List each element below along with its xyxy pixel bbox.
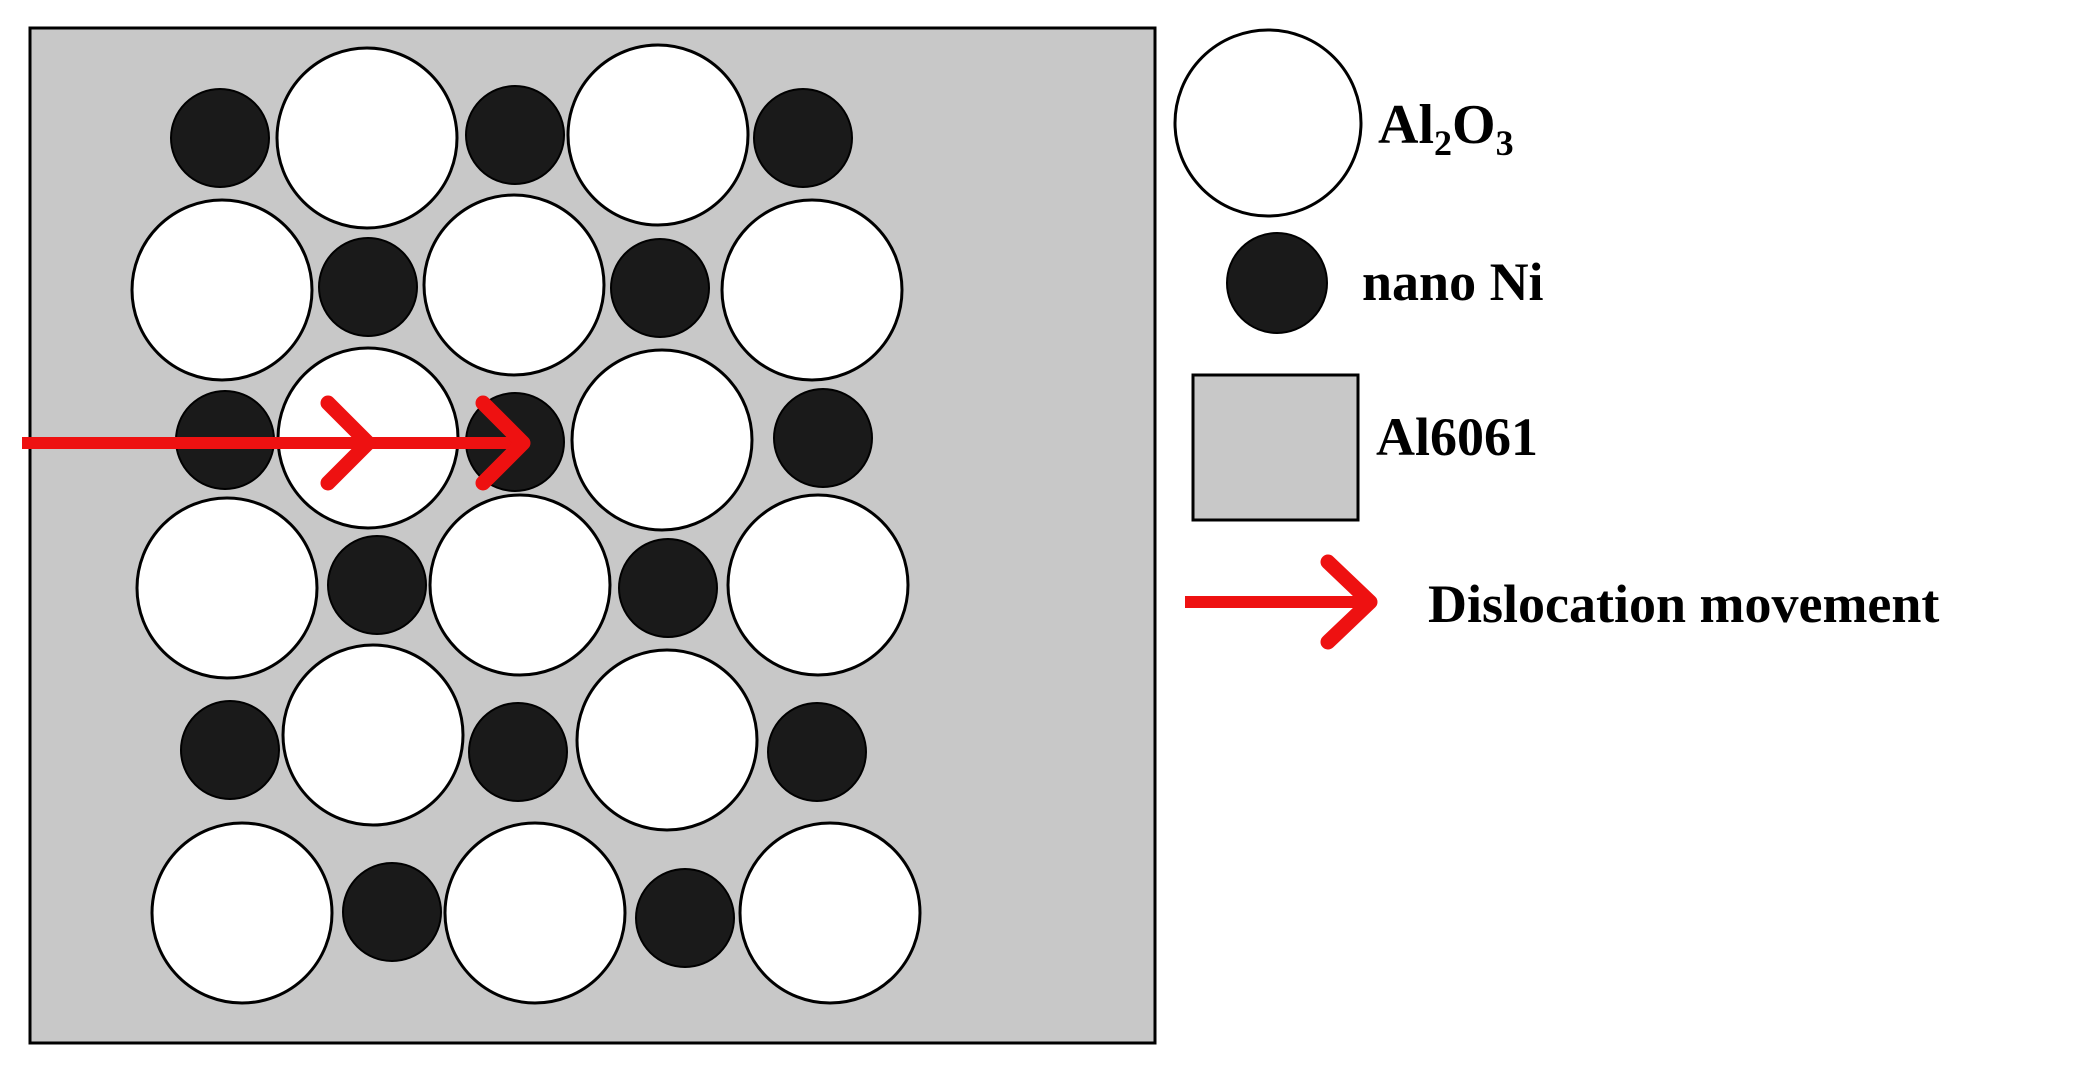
al2o3-particle [738, 821, 922, 1005]
al2o3-particle [720, 198, 904, 382]
nano-ni-particle [180, 700, 280, 800]
nano-ni-particle [773, 388, 873, 488]
al2o3-particle [566, 43, 750, 227]
nano-ni-particle [610, 238, 710, 338]
al2o3-particle [150, 821, 334, 1005]
legend-al2o3-swatch [1173, 28, 1363, 218]
nano-ni-particle [465, 85, 565, 185]
legend-nano-ni-label: nano Ni [1362, 252, 1544, 312]
legend-dislocation-label: Dislocation movement [1428, 574, 1939, 634]
al2o3-particle [135, 496, 319, 680]
al2o3-particle [281, 643, 465, 827]
nano-ni-particle [767, 702, 867, 802]
legend-al6061-label: Al6061 [1376, 407, 1538, 467]
nano-ni-particle [318, 237, 418, 337]
al2o3-particle [130, 198, 314, 382]
nano-ni-particle [170, 88, 270, 188]
particle-row-2 [130, 193, 904, 382]
nano-ni-particle [342, 862, 442, 962]
particle-row-5 [180, 643, 867, 832]
chevron-right-icon [320, 395, 376, 491]
al2o3-particle [275, 46, 459, 230]
nano-ni-particle [635, 868, 735, 968]
particle-row-6 [150, 821, 922, 1005]
al2o3-particle [726, 493, 910, 677]
al2o3-particle [575, 648, 759, 832]
arrow-head-icon [475, 395, 531, 491]
legend-al2o3-label: Al2O3 [1378, 94, 1514, 163]
nano-ni-particle [327, 535, 427, 635]
legend-nano-ni-swatch [1226, 232, 1328, 334]
legend-arrow-head-icon [1320, 554, 1378, 650]
al2o3-particle [570, 348, 754, 532]
al2o3-particle [428, 493, 612, 677]
dislocation-arrow [22, 395, 531, 491]
al2o3-particle [422, 193, 606, 377]
nano-ni-particle [753, 88, 853, 188]
legend: Al2O3 nano Ni Al6061 Dislocation movemen… [1173, 28, 1939, 650]
particle-row-1 [170, 43, 853, 230]
nano-ni-particle [468, 702, 568, 802]
al2o3-particle [443, 821, 627, 1005]
legend-dislocation-swatch [1185, 554, 1378, 650]
nano-ni-particle [618, 538, 718, 638]
legend-al6061-swatch [1191, 373, 1360, 522]
particle-row-4 [135, 493, 910, 680]
